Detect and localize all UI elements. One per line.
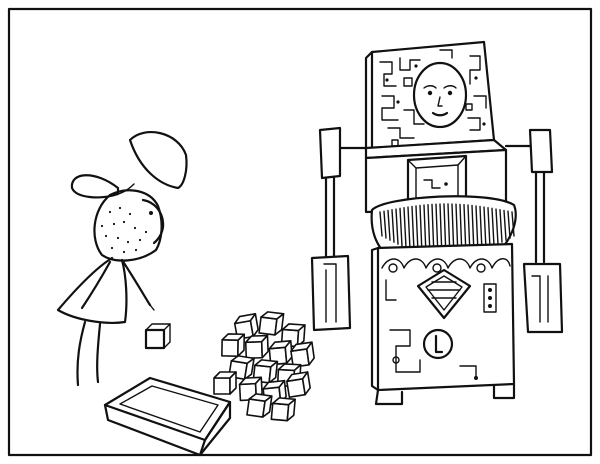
cube [280, 323, 306, 348]
girl-bow-left-loop [70, 174, 120, 199]
picture-frame [7, 7, 593, 457]
fringe-stroke [487, 206, 491, 249]
girl-face [141, 198, 165, 245]
robot-machine [310, 40, 564, 406]
fringe-stroke [411, 205, 415, 252]
fringe-stroke [379, 211, 383, 237]
fringe-stroke [407, 206, 411, 251]
fringe-stroke [391, 209, 395, 243]
fringe-stroke [483, 206, 487, 251]
cube [213, 371, 237, 395]
cube [244, 334, 269, 360]
cube [258, 311, 285, 336]
girl-right-leg [96, 322, 102, 384]
girl-left-arm [80, 260, 112, 310]
cube [221, 333, 246, 357]
robot-right-eye [447, 90, 453, 96]
fringe-stroke [511, 211, 515, 237]
cube [286, 371, 311, 398]
girl-bow [128, 131, 188, 190]
robot-dial [422, 328, 454, 360]
chest-circuit [423, 179, 441, 189]
girl-eye [149, 211, 153, 215]
girl-figure [56, 131, 188, 387]
cube [276, 363, 302, 388]
robot-diamond-ornament [416, 268, 472, 320]
girl-head [93, 189, 163, 262]
small-cube [144, 323, 171, 350]
robot-buttons [483, 283, 497, 313]
cube [246, 393, 273, 418]
robot-nose [437, 96, 443, 107]
robot-right-arm [504, 128, 564, 334]
fringe-stroke [495, 208, 499, 245]
circuit-pattern [379, 49, 487, 147]
cube [268, 340, 293, 366]
fringe-stroke [395, 208, 399, 245]
girl-hand [149, 304, 155, 311]
robot-left-eye [427, 90, 433, 96]
girl-left-leg [76, 320, 87, 387]
robot-mouth [431, 111, 449, 117]
cube [270, 397, 296, 422]
fringe-stroke [383, 210, 387, 239]
robot-scallops [381, 258, 511, 273]
fringe-stroke [503, 209, 507, 241]
fringe-stroke [479, 205, 483, 252]
robot-left-arm [310, 126, 368, 332]
girl-right-arm [120, 258, 152, 307]
cube [290, 341, 315, 368]
fringe-stroke [387, 209, 391, 241]
robot-wiring [385, 279, 421, 373]
cube-pile [213, 311, 315, 422]
robot-face [412, 61, 468, 129]
fringe-stroke [399, 207, 403, 247]
girl-hair-texture [100, 206, 148, 254]
fringe-stroke [507, 210, 511, 239]
girl-dress [56, 256, 128, 324]
robot-left-brow [423, 85, 437, 89]
fringe-stroke [491, 207, 495, 247]
robot-right-brow [443, 85, 457, 89]
fringe-stroke [403, 206, 407, 249]
fringe-stroke [499, 209, 503, 243]
open-box [103, 376, 232, 457]
fringe-stroke [415, 205, 419, 254]
robot-feet [374, 382, 516, 406]
robot-dial-needle [434, 334, 444, 354]
bow-knot [117, 183, 135, 195]
